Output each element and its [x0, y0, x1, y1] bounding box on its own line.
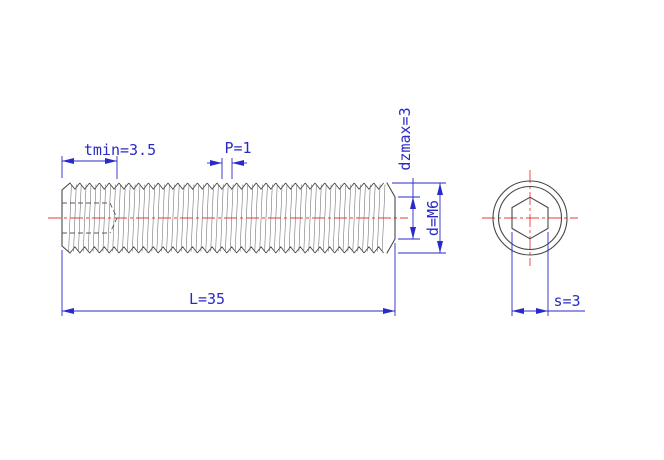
dimension-tmin: tmin=3.5: [61, 141, 156, 179]
length-dimension-text: L=35: [189, 290, 225, 308]
tmin-dimension-text: tmin=3.5: [84, 141, 156, 159]
dimension-length: L=35: [61, 243, 396, 316]
pitch-dimension-text: P=1: [224, 139, 251, 157]
s-extension-lines: [511, 232, 549, 316]
dz-dimension-text: dzmax=3: [396, 107, 414, 170]
dimension-d: d=M6: [392, 182, 446, 254]
screw-left-face: [61, 182, 71, 254]
dimension-s: s=3: [511, 232, 585, 316]
dz-extension-lines: [398, 178, 420, 240]
s-dimension-text: s=3: [553, 292, 580, 310]
dimension-pitch: P=1: [207, 139, 252, 179]
d-dimension-text: d=M6: [424, 200, 442, 236]
side-view: [61, 182, 396, 254]
pitch-extension-lines: [221, 158, 233, 179]
length-extension-lines: [61, 243, 396, 316]
dimension-dz: dzmax=3: [396, 107, 420, 240]
screw-right-face: [386, 182, 396, 254]
outer-diameter-circle: [492, 180, 568, 256]
end-view: [492, 180, 568, 256]
hex-socket-polygon: [511, 196, 549, 240]
hex-socket-hidden-lines: [62, 202, 118, 234]
tmin-extension-lines: [61, 156, 118, 179]
thread-profile: [69, 182, 384, 254]
chamfer-circle: [497, 185, 563, 251]
thread-flank-lines: [68, 184, 386, 252]
